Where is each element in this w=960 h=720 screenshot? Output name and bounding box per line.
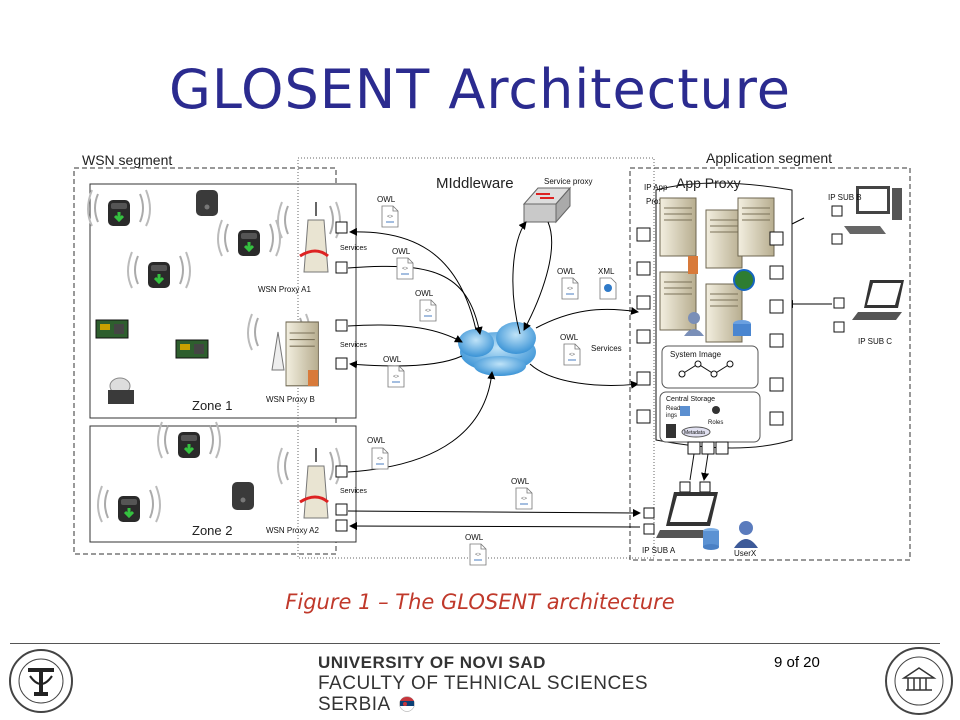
sensor-board-icon — [175, 339, 209, 359]
central-storage-label: Central Storage — [666, 396, 715, 403]
sensor-board-icon — [95, 319, 129, 339]
internet-cloud-icon — [458, 322, 536, 376]
wsn-proxy-b-server-icon — [285, 321, 319, 387]
owl-label: OWL — [465, 533, 484, 542]
storage-link — [689, 453, 708, 480]
metadata-icon — [681, 426, 711, 438]
owl-label: OWL — [560, 333, 579, 342]
owl-label: OWL — [511, 477, 530, 486]
university-seal-icon — [885, 647, 953, 715]
service-proxy-label: Service proxy — [544, 177, 592, 186]
services-label: Services — [340, 488, 367, 495]
roles-label: Roles — [708, 420, 723, 426]
app-proxy-ports — [636, 205, 845, 535]
wsn-proxy-a2-icon — [277, 447, 341, 519]
owl-label: OWL — [367, 436, 386, 445]
owl-label: OWL — [392, 247, 411, 256]
system-image-box — [661, 345, 759, 389]
sensor-mote-icon — [232, 482, 254, 510]
ip-app-proxy-label: Proxy — [646, 197, 666, 206]
roles-user-icon — [712, 406, 720, 414]
antenna-icon — [247, 313, 311, 371]
middleware-label: MIddleware — [436, 175, 514, 192]
owl-label: OWL — [415, 289, 434, 298]
application-segment-box — [629, 167, 911, 561]
ip-sub-a-database-icon — [703, 528, 719, 550]
app-proxy-label: App Proxy — [676, 175, 741, 191]
figure-caption: Figure 1 – The GLOSENT architecture — [285, 590, 675, 614]
wsn-proxy-a1-icon — [277, 201, 341, 273]
system-image-label: System Image — [670, 350, 722, 359]
footer-divider — [10, 643, 940, 644]
ip-app-proxy-label: IP App — [644, 183, 668, 192]
page-indicator: 9 of 20 — [774, 654, 820, 671]
readings-table-icon — [680, 406, 690, 416]
ftn-seal-icon — [9, 649, 73, 713]
wsn-proxy-a2-label: WSN Proxy A2 — [266, 526, 319, 535]
ip-sub-c-label: IP SUB C — [858, 337, 892, 346]
serbia-flag-icon — [399, 696, 416, 712]
wsn-proxy-ports — [335, 221, 348, 532]
services-label: Services — [340, 342, 367, 349]
slide-title: GLOSENT Architecture — [168, 58, 792, 121]
service-proxy-icon — [522, 186, 572, 224]
zone-2-label: Zone 2 — [192, 523, 232, 538]
system-image-graph-icon — [678, 360, 734, 378]
readings-label: ings — [666, 413, 677, 419]
footer-country: SERBIA — [318, 694, 416, 716]
services-label: Services — [340, 245, 367, 252]
wsn-proxy-a1-label: WSN Proxy A1 — [258, 285, 311, 294]
application-segment-label: Application segment — [706, 150, 832, 166]
app-proxy-servers-icon — [659, 197, 775, 343]
wsn-segment-label: WSN segment — [82, 152, 172, 168]
metadata-node-icon — [666, 424, 676, 438]
zone-1-label: Zone 1 — [192, 398, 232, 413]
ip-sub-b-label: IP SUB B — [828, 193, 862, 202]
xml-label: XML — [598, 267, 615, 276]
ip-sub-a-laptop-icon — [656, 492, 718, 538]
wsn-segment-box — [73, 167, 337, 555]
userx-label: UserX — [734, 549, 757, 558]
owl-label: OWL — [557, 267, 576, 276]
xml-document-icon — [599, 277, 617, 300]
footer-university: UNIVERSITY OF NOVI SAD — [318, 653, 546, 672]
footer-faculty: FACULTY OF TEHNICAL SCIENCES — [318, 673, 649, 694]
ip-sub-b-desktop-icon — [844, 186, 902, 234]
services-label: Services — [591, 344, 622, 353]
sensor-mote-icon — [196, 190, 218, 216]
metadata-label: Metadata — [684, 430, 705, 436]
readings-label: Read — [666, 406, 680, 412]
sensor-node-icon — [108, 377, 134, 404]
owl-label: OWL — [377, 195, 396, 204]
ip-sub-a-label: IP SUB A — [642, 546, 676, 555]
wsn-proxy-b-label: WSN Proxy B — [266, 395, 315, 404]
owl-label: OWL — [383, 355, 402, 364]
ip-sub-c-laptop-icon — [852, 280, 904, 320]
footer-country-text: SERBIA — [318, 694, 390, 715]
userx-icon — [734, 521, 758, 548]
